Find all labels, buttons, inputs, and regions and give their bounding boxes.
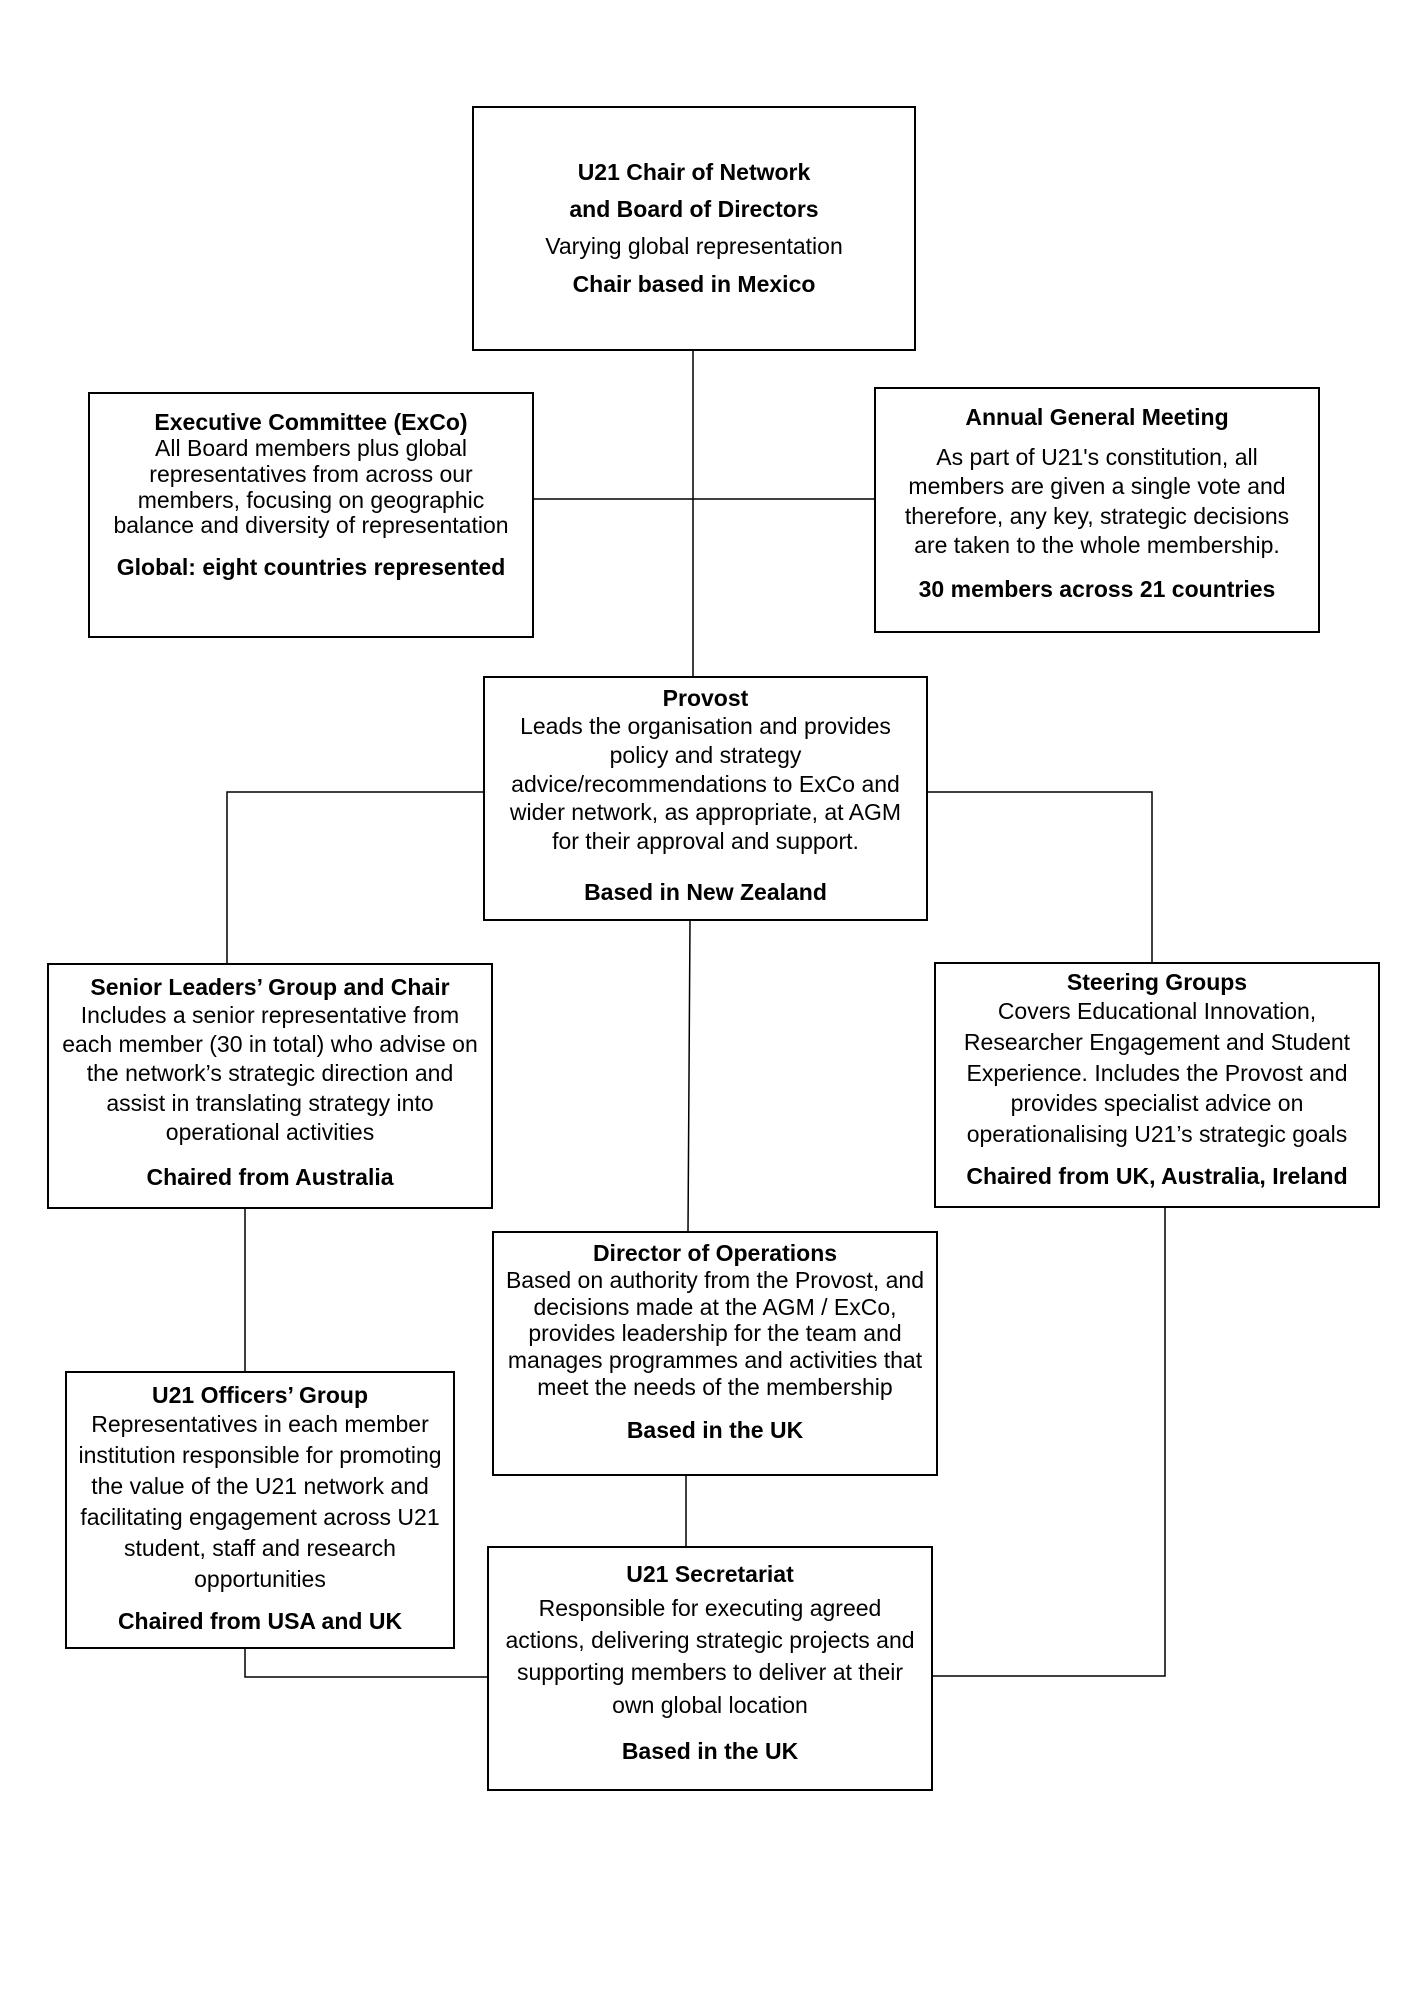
chair-title-line1: U21 Chair of Network <box>577 158 811 185</box>
steering-description: Covers Educational Innovation, Researche… <box>963 998 1351 1148</box>
connector-steering-secretariat <box>933 1208 1166 1677</box>
agm-title: Annual General Meeting <box>965 404 1229 430</box>
secretariat-title: U21 Secretariat <box>626 1561 794 1587</box>
exco-description: All Board members plus global representa… <box>113 435 509 539</box>
exco-location: Global: eight countries represented <box>116 554 506 581</box>
agm-description: As part of U21's constitution, all membe… <box>904 444 1290 559</box>
secretariat-box: U21 Secretariat Responsible for executin… <box>487 1546 933 1791</box>
slg-description: Includes a senior representative from ea… <box>62 1002 478 1145</box>
chair-description: Varying global representation <box>545 232 843 259</box>
dirops-title: Director of Operations <box>592 1240 838 1266</box>
chair-title-line2: and Board of Directors <box>569 195 819 222</box>
slg-location: Chaired from Australia <box>146 1164 394 1191</box>
slg-title: Senior Leaders’ Group and Chair <box>90 974 450 1000</box>
steering-title: Steering Groups <box>1066 969 1248 995</box>
steering-location: Chaired from UK, Australia, Ireland <box>966 1163 1348 1190</box>
dirops-location: Based in the UK <box>626 1417 804 1444</box>
provost-title: Provost <box>662 685 749 711</box>
exco-title: Executive Committee (ExCo) <box>154 409 468 435</box>
agm-location: 30 members across 21 countries <box>918 575 1276 602</box>
officers-group-box: U21 Officers’ Group Representatives in e… <box>65 1371 455 1649</box>
annual-general-meeting-box: Annual General Meeting As part of U21's … <box>874 387 1320 633</box>
connector-officers-secretariat <box>244 1649 487 1678</box>
dirops-description: Based on authority from the Provost, and… <box>505 1267 925 1400</box>
director-of-operations-box: Director of Operations Based on authorit… <box>492 1231 938 1476</box>
secretariat-location: Based in the UK <box>621 1737 799 1764</box>
secretariat-description: Responsible for executing agreed actions… <box>505 1595 915 1718</box>
senior-leaders-group-box: Senior Leaders’ Group and Chair Includes… <box>47 963 493 1209</box>
chair-of-network-box: U21 Chair of Network and Board of Direct… <box>472 106 916 351</box>
officers-description: Representatives in each member instituti… <box>78 1411 442 1593</box>
officers-title: U21 Officers’ Group <box>151 1382 368 1408</box>
connector-provost-slg <box>226 791 483 963</box>
provost-location: Based in New Zealand <box>584 878 827 905</box>
provost-box: Provost Leads the organisation and provi… <box>483 676 928 921</box>
connector-provost-dirops <box>687 920 691 1232</box>
provost-description: Leads the organisation and provides poli… <box>509 713 902 855</box>
officers-location: Chaired from USA and UK <box>117 1608 403 1635</box>
connector-provost-steering <box>928 791 1153 962</box>
executive-committee-box: Executive Committee (ExCo) All Board mem… <box>88 392 534 638</box>
steering-groups-box: Steering Groups Covers Educational Innov… <box>934 962 1380 1208</box>
chair-location: Chair based in Mexico <box>572 271 816 298</box>
